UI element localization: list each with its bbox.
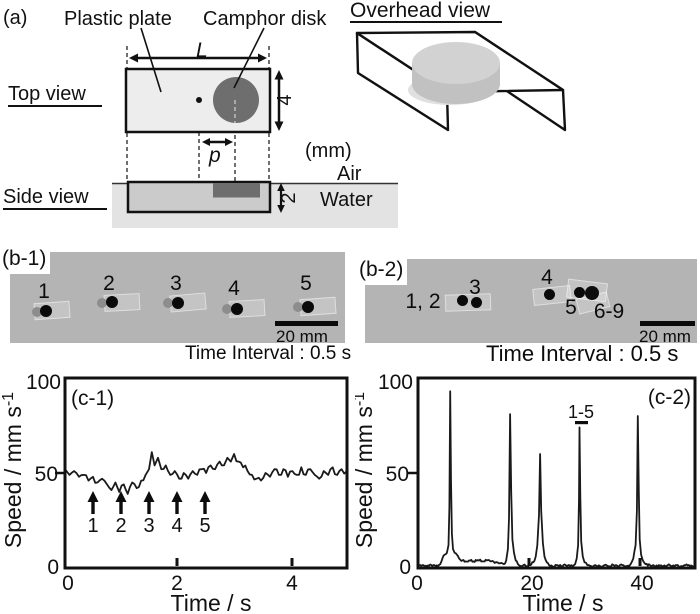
dim-2-arrow — [277, 183, 285, 213]
c2-bracket-bar — [575, 421, 588, 425]
marker-dot — [544, 289, 555, 300]
c2-bracket-label: 1-5 — [568, 402, 594, 422]
b2-marker-69: 6-9 — [593, 300, 625, 323]
overhead-view-label: Overhead view — [350, 0, 491, 22]
c2-ytick-label-100: 100 — [378, 371, 413, 394]
panel-b1-label: (b-1) — [0, 246, 51, 274]
b1-marker-4: 4 — [228, 277, 240, 300]
b2-marker-4: 4 — [541, 266, 553, 289]
c2-ytick-label-0: 0 — [399, 556, 411, 579]
c2-axes-frame — [416, 376, 697, 570]
c1-xtick-label-2: 2 — [171, 572, 183, 595]
c1-ytick-label-50: 50 — [35, 463, 58, 486]
dim-p-label: p — [208, 144, 221, 167]
plastic-plate-label: Plastic plate — [64, 8, 172, 30]
marker-dot — [302, 301, 314, 313]
b2-scale-bar — [640, 321, 695, 326]
b2-caption: Time Interval : 0.5 s — [486, 341, 679, 366]
marker-dot — [457, 295, 468, 306]
c1-title: (c-1) — [71, 387, 114, 410]
c1-arrow-label-3: 3 — [143, 515, 154, 537]
panel-c2-plot: 1-5 (c-2) 100 50 0 0 20 40 Time / s Spee… — [355, 371, 697, 614]
top-view-label: Top view — [8, 83, 86, 105]
c2-title: (c-2) — [648, 386, 691, 409]
c2-yaxis-title: Speed / mm s-1 — [355, 392, 377, 548]
c1-xtick-label-0: 0 — [62, 572, 74, 595]
camphor-dot — [293, 302, 303, 312]
b1-marker-1: 1 — [38, 280, 50, 303]
air-label: Air — [337, 163, 362, 185]
marker-dot — [40, 305, 52, 317]
b1-scale-bar — [275, 321, 338, 326]
marker-dot — [106, 296, 118, 308]
c2-xtick-label-0: 0 — [411, 572, 423, 595]
plastic-plate-pointer — [140, 27, 162, 93]
c1-arrow-label-5: 5 — [199, 515, 210, 537]
panel-a-schematic: (a) Plastic plate Camphor disk Overhead … — [3, 0, 567, 228]
marker-dot — [574, 287, 585, 298]
b2-marker-12: 1, 2 — [405, 290, 441, 313]
b2-marker-3: 3 — [469, 276, 481, 299]
units-label: (mm) — [305, 140, 352, 162]
camphor-disk-label: Camphor disk — [203, 8, 327, 30]
c2-speed-curve — [417, 390, 694, 568]
side-view-camphor — [213, 183, 260, 198]
side-view-label: Side view — [3, 186, 89, 208]
c1-ytick-label-100: 100 — [26, 371, 61, 394]
c1-arrow-label-4: 4 — [171, 515, 182, 537]
b2-scale-bar-label: 20 mm — [639, 327, 691, 346]
top-view-camphor-disk — [213, 77, 259, 123]
marker-dot — [231, 303, 243, 315]
overhead-camphor-disk — [412, 42, 500, 104]
dim-2-label: 2 — [278, 192, 300, 203]
c1-arrow-label-2: 2 — [115, 515, 126, 537]
b1-marker-3: 3 — [170, 272, 182, 295]
c2-ytick-label-50: 50 — [386, 463, 409, 486]
c2-xtick-label-40: 40 — [630, 572, 653, 595]
camphor-dot — [163, 298, 173, 308]
b1-marker-2: 2 — [103, 272, 115, 295]
b1-marker-5: 5 — [300, 272, 312, 295]
c1-event-arrows — [87, 491, 211, 514]
c2-xaxis-title: Time / s — [523, 590, 604, 614]
dim-4-arrow — [274, 70, 284, 131]
c1-xtick-label-4: 4 — [286, 572, 298, 595]
panel-b2-photo-strip: 1, 2 3 4 5 6-9 20 mm — [365, 259, 697, 346]
b1-scale-bar-label: 20 mm — [276, 327, 328, 346]
marker-dot-cluster — [585, 286, 599, 300]
dim-p-arrow — [202, 138, 233, 146]
camphor-dot — [222, 304, 232, 314]
camphor-dot — [97, 298, 107, 308]
marker-dot — [172, 297, 184, 309]
dim-L-arrow — [129, 53, 267, 63]
water-label: Water — [320, 189, 373, 211]
dim-L-label: L — [196, 39, 208, 62]
panel-b2-label: (b-2) — [357, 257, 408, 285]
camphor-dot — [32, 307, 42, 317]
marker-dot — [471, 297, 482, 308]
panel-b1-photo-strip: 1 2 3 4 5 20 mm — [10, 252, 345, 346]
c1-arrow-label-1: 1 — [87, 515, 98, 537]
b1-caption: Time Interval : 0.5 s — [185, 343, 352, 364]
c1-yaxis-title: Speed / mm s-1 — [0, 392, 26, 548]
c1-axes-frame — [63, 376, 349, 570]
c1-xaxis-title: Time / s — [171, 590, 252, 614]
panel-a-label: (a) — [3, 7, 27, 29]
c2-xtick-label-20: 20 — [520, 572, 543, 595]
panel-c1-plot: 1 2 3 4 5 (c-1) 100 50 0 0 2 4 Time / s … — [0, 371, 349, 614]
c1-speed-curve — [64, 451, 348, 495]
c1-ytick-label-0: 0 — [47, 556, 59, 579]
b2-marker-5: 5 — [565, 296, 577, 319]
dim-4-label: 4 — [274, 94, 296, 105]
plate-center-dot — [196, 97, 202, 103]
